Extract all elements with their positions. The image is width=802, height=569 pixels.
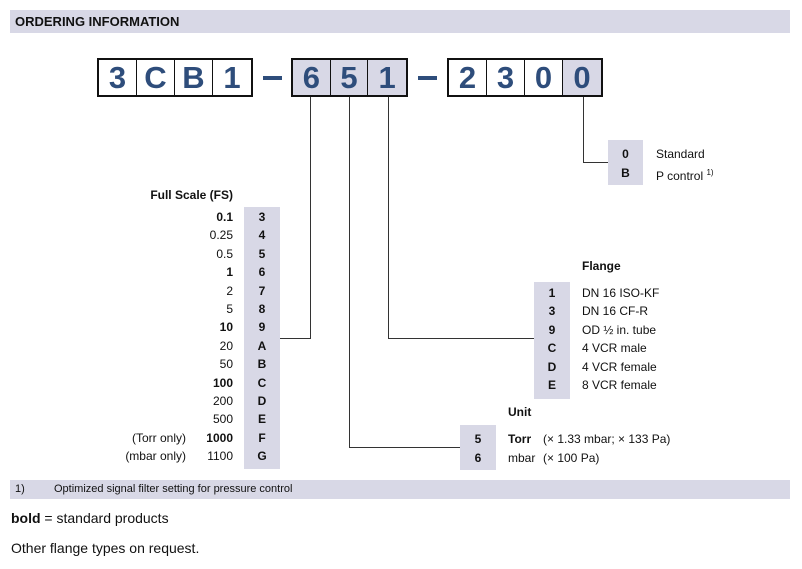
connector-line [349,447,460,448]
full-scale-code: A [257,338,267,353]
flange-code: 1 [548,286,556,300]
full-scale-value: 0.25 [209,228,233,243]
full-scale-code: 5 [258,246,266,261]
full-scale-code: D [257,394,267,408]
full-scale-code: B [257,357,267,372]
code-char: 0 [525,60,563,95]
full-scale-code: 4 [258,228,266,243]
legend-bold: bold [11,510,41,526]
flange-code: 3 [548,304,556,319]
full-scale-code: 6 [258,265,266,280]
code-group-2: 6 5 1 [291,58,408,97]
connector-line [280,338,311,339]
full-scale-value: 2 [226,283,233,298]
footnote-text: Optimized signal filter setting for pres… [54,483,293,495]
full-scale-note: (Torr only) [131,430,186,445]
code-group-3: 2 3 0 0 [447,58,603,97]
flange-text: 4 VCR female [582,359,657,374]
connector-line [310,97,311,339]
full-scale-code: 8 [258,302,266,316]
section-title: ORDERING INFORMATION [15,14,180,29]
full-scale-value: 20 [219,338,233,353]
full-scale-code-box [244,207,280,469]
other-flange-note: Other flange types on request. [11,540,200,556]
code-char: 1 [223,59,241,95]
flange-text: DN 16 ISO-KF [582,286,660,300]
full-scale-value: 500 [212,412,233,427]
code-char-option: 0 [563,60,601,95]
unit-label: Unit [508,405,532,419]
code-char: 3 [487,60,525,95]
flange-code: 9 [548,322,556,337]
connector-line [583,162,608,163]
unit-text: (× 1.33 mbar; × 133 Pa) [543,432,671,446]
full-scale-code: 3 [258,210,266,224]
full-scale-code: 7 [258,283,266,298]
full-scale-label: Full Scale (FS) [150,188,233,202]
code-char: C [137,60,175,95]
unit-name: mbar [508,451,536,465]
unit-name: Torr [508,432,532,446]
full-scale-code: F [258,430,266,445]
flange-code: C [547,341,557,356]
unit-code: 5 [474,432,482,446]
flange-code: E [547,378,556,392]
option-code: B [621,166,630,180]
full-scale-code: 9 [258,320,266,335]
unit-code: 6 [474,451,482,465]
unit-code-box [460,425,496,470]
full-scale-value: 5 [226,302,233,316]
legend-text: = standard products [40,510,169,526]
code-char-fs: 6 [293,60,331,95]
full-scale-code: G [257,449,267,464]
footnote-bar: 1) Optimized signal filter setting for p… [10,480,790,499]
unit-text: (× 100 Pa) [543,451,600,465]
connector-line [349,97,350,448]
full-scale-value: 50 [219,357,233,372]
code-dash [418,76,437,80]
flange-label: Flange [582,259,621,273]
footnote-mark: 1) [15,483,25,495]
full-scale-value: 0.5 [216,246,233,261]
full-scale-code: C [257,375,267,390]
full-scale-value: 0.1 [216,210,233,224]
full-scale-value: 100 [212,375,233,390]
full-scale-value: 200 [212,394,233,408]
full-scale-code: E [257,412,266,427]
code-dash [263,76,282,80]
flange-text: 8 VCR female [582,378,657,392]
connector-line [388,338,534,339]
full-scale-note: (mbar only) [125,449,186,464]
option-code: 0 [622,147,629,161]
option-code-box [608,140,643,185]
option-text: P control [656,169,704,183]
flange-text: 4 VCR male [582,341,647,356]
flange-code: D [547,359,557,374]
full-scale-value: 1 [226,265,233,280]
flange-text: DN 16 CF-R [582,304,649,319]
section-header: ORDERING INFORMATION [10,10,790,33]
code-char: B [175,60,213,95]
full-scale-value: 1100 [207,449,233,464]
full-scale-value: 10 [219,320,233,335]
code-group-1: 3 C B 1 [97,58,253,97]
full-scale-value: 1000 [206,430,233,445]
connector-line [388,97,389,339]
option-text: Standard [656,147,705,161]
code-char: 3 [99,60,137,95]
footnote-ref: 1) [706,168,714,177]
code-char-flange: 1 [368,60,406,95]
flange-text: OD ½ in. tube [582,322,657,337]
flange-code-box [534,282,570,399]
code-char-unit: 5 [330,60,369,95]
connector-line [583,97,584,163]
code-char: 2 [449,60,487,95]
